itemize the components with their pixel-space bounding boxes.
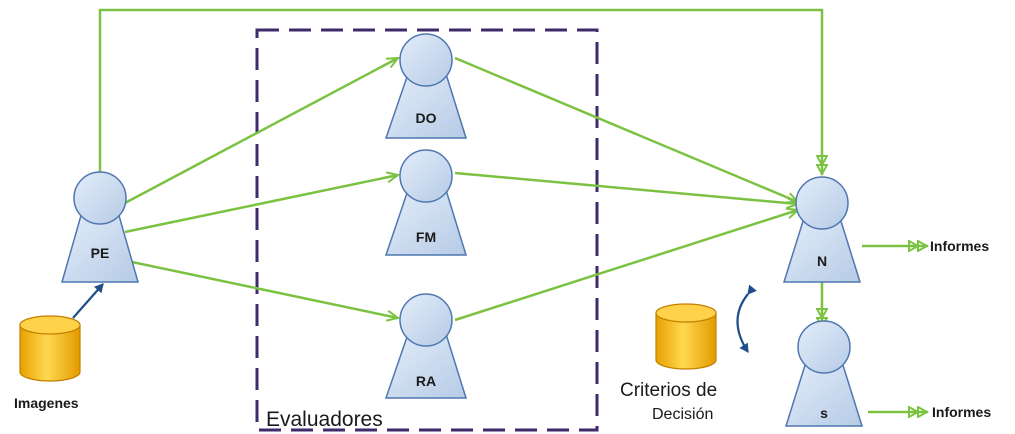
evaluadores-label: Evaluadores [266,408,383,431]
node-n-label: N [817,253,827,269]
imagenes-database-icon [19,315,81,382]
criterios-label-line1: Criterios de [620,380,717,401]
criterios-bidirectional-curve [736,284,757,353]
imagenes-label: Imagenes [14,395,79,411]
node-ra-label: RA [416,373,436,389]
node-s-label: s [820,405,828,421]
node-do-label: DO [416,110,437,126]
pe-to-ra-arrow [131,260,398,318]
n-informes-label: Informes [930,238,989,254]
ra-to-n-arrow [454,210,798,322]
criterios-database-icon [655,303,717,370]
pe-to-do-arrow [124,58,398,205]
node-n: N [782,176,862,283]
node-fm: FM [384,149,468,256]
node-fm-label: FM [416,229,436,245]
node-ra: RA [384,293,468,399]
node-do: DO [384,33,468,139]
node-pe-label: PE [91,245,110,261]
evaluadores-frame [255,28,599,432]
s-informes-label: Informes [932,404,991,420]
node-pe: PE [61,171,139,283]
pe-to-fm-arrow [124,175,398,234]
criterios-label-line2: Decisión [652,406,713,423]
fm-to-n-arrow [454,171,798,204]
do-to-n-arrow [454,56,798,202]
pe-to-n-top-arrow [98,8,822,182]
imagenes-to-pe-arrow [72,283,104,319]
node-s: s [784,320,864,427]
